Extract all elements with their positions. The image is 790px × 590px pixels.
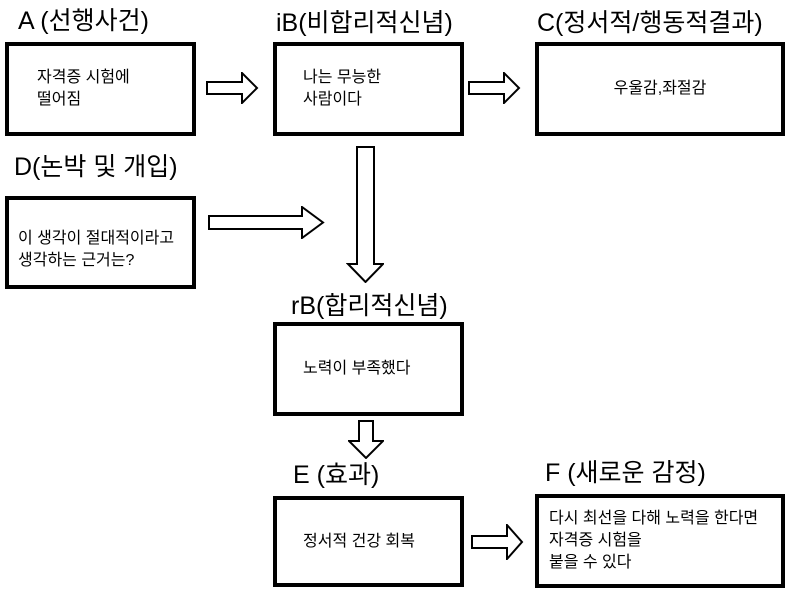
arrow-e-to-f-icon <box>471 524 524 560</box>
box-a-antecedent: 자격증 시험에 떨어짐 <box>5 42 196 136</box>
box-c-consequence: 우울감,좌절감 <box>535 42 785 136</box>
label-f-new-feeling: F (새로운 감정) <box>545 459 706 487</box>
box-d-dispute: 이 생각이 절대적이라고 생각하는 근거는? <box>5 196 196 289</box>
label-d-dispute: D(논박 및 개입) <box>14 153 178 181</box>
box-a-text: 자격증 시험에 떨어짐 <box>37 69 130 108</box>
box-rb-rational-belief: 노력이 부족했다 <box>273 322 464 416</box>
arrow-rb-to-e-icon <box>348 420 384 459</box>
label-rb-rational-belief: rB(합리적신념) <box>291 292 448 320</box>
label-ib-irrational-belief: iB(비합리적신념) <box>276 9 453 37</box>
box-ib-irrational-belief: 나는 무능한 사람이다 <box>273 42 464 136</box>
box-ib-text: 나는 무능한 사람이다 <box>303 69 382 108</box>
arrow-ib-to-rb-icon <box>346 146 384 283</box>
box-e-effect: 정서적 건강 회복 <box>273 496 464 587</box>
arrow-a-to-ib-icon <box>206 72 259 104</box>
box-f-new-feeling: 다시 최선을 다해 노력을 한다면 자격증 시험을 붙을 수 있다 <box>535 494 785 588</box>
arrow-ib-to-c-icon <box>468 72 521 104</box>
box-d-text: 이 생각이 절대적이라고 생각하는 근거는? <box>18 229 175 269</box>
arrow-d-to-flow-icon <box>208 206 325 239</box>
box-f-text: 다시 최선을 다해 노력을 한다면 자격증 시험을 붙을 수 있다 <box>549 510 759 571</box>
box-e-text: 정서적 건강 회복 <box>303 532 415 550</box>
box-c-text: 우울감,좌절감 <box>613 80 707 97</box>
box-rb-text: 노력이 부족했다 <box>303 360 411 377</box>
label-e-effect: E (효과) <box>293 461 380 489</box>
label-a-antecedent: A (선행사건) <box>18 7 149 35</box>
label-c-consequence: C(정서적/행동적결과) <box>537 9 763 37</box>
